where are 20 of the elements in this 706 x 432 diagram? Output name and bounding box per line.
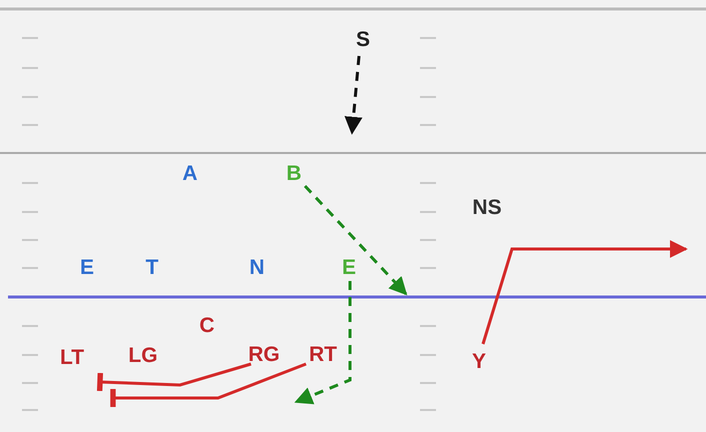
- player-label: RT: [308, 344, 338, 366]
- player-label: C: [198, 315, 216, 337]
- player-label: LT: [58, 347, 86, 369]
- block-line: [110, 362, 307, 407]
- block-line: [96, 362, 252, 392]
- player-label: RG: [247, 344, 281, 366]
- player-label: N: [248, 257, 266, 279]
- player-label: A: [181, 163, 199, 185]
- player-label: E: [341, 257, 357, 279]
- player-label: LG: [127, 345, 159, 367]
- player-label: NS: [471, 197, 503, 219]
- player-label: Y: [471, 351, 487, 373]
- route-arrow: [482, 240, 688, 344]
- player-label: E: [79, 257, 95, 279]
- player-label: T: [144, 257, 160, 279]
- route-arrow: [304, 184, 408, 296]
- route-arrow: [294, 281, 352, 404]
- player-label: S: [355, 29, 371, 51]
- player-label: B: [285, 163, 303, 185]
- route-arrow: [344, 56, 362, 135]
